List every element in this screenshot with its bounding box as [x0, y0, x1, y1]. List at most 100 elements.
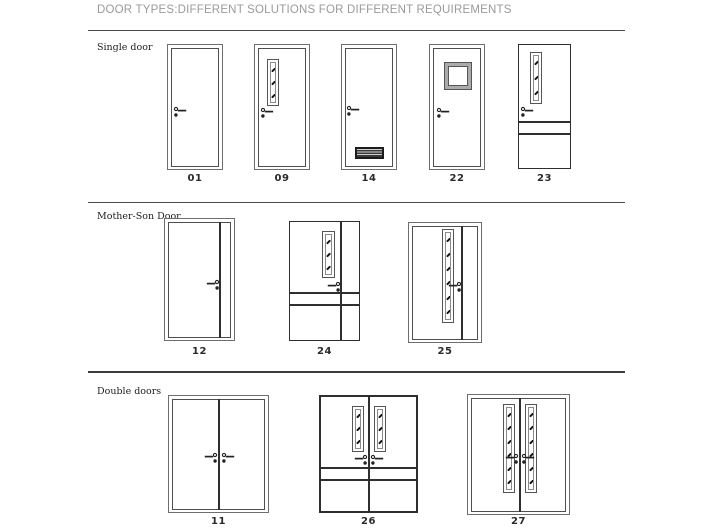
door-rail: [519, 133, 570, 135]
door-leaf: [171, 48, 219, 167]
glass-panel: [442, 229, 454, 323]
door-handle-icon: [354, 454, 368, 465]
square-window: [444, 62, 472, 90]
glass-panel: [322, 231, 335, 278]
door-handle-icon: [204, 452, 218, 463]
door-number: 12: [192, 346, 207, 357]
section-label-double-doors: Double doors: [97, 386, 162, 397]
door-number: 23: [537, 173, 552, 184]
door-number: 26: [361, 516, 376, 527]
door-handle-icon: [520, 106, 534, 117]
door-leaf: [258, 48, 306, 167]
door-handle-icon: [346, 105, 360, 116]
leaf-divider: [461, 226, 463, 340]
door-leaf: [471, 398, 566, 512]
section-label-mother-son-door: Mother-Son Door: [97, 211, 181, 222]
door-figure-23: [518, 44, 571, 169]
glass-mark: [529, 466, 533, 472]
glass-panel: [374, 406, 386, 452]
door-handle-icon: [370, 454, 384, 465]
door-number: 11: [211, 516, 226, 527]
glass-mark: [326, 265, 331, 270]
door-figure-24: [289, 221, 360, 341]
door-leaf: [345, 48, 393, 167]
section-label-single-door: Single door: [97, 42, 153, 53]
glass-mark: [529, 412, 533, 418]
door-handle-icon: [521, 453, 535, 464]
glass-mark: [507, 466, 511, 472]
glass-mark: [326, 239, 331, 244]
door-figure-27: [467, 394, 570, 515]
door-rail: [321, 467, 416, 469]
glass-panel: [503, 404, 515, 493]
glass-mark: [534, 60, 538, 66]
glass-mark: [529, 479, 533, 485]
glass-mark: [271, 80, 275, 85]
door-figure-22: [429, 44, 485, 170]
door-number: 14: [361, 173, 377, 184]
glass-mark: [529, 425, 533, 431]
door-figure-01: [167, 44, 223, 170]
glass-mark: [446, 237, 450, 243]
leaf-divider: [219, 222, 221, 338]
glass-panel: [530, 52, 542, 104]
glass-mark: [507, 439, 511, 445]
door-handle-icon: [448, 281, 462, 292]
door-handle-icon: [221, 452, 235, 463]
glass-mark: [507, 425, 511, 431]
leaf-divider: [519, 398, 521, 512]
glass-panel: [267, 59, 279, 106]
door-figure-25: [408, 222, 482, 343]
glass-mark: [378, 426, 382, 432]
door-number: 22: [449, 173, 465, 184]
leaf-divider: [218, 399, 220, 510]
door-handle-icon: [206, 279, 220, 290]
door-figure-09: [254, 44, 310, 170]
door-rail: [290, 292, 359, 294]
door-figure-12: [164, 218, 235, 341]
door-leaf: [168, 222, 231, 338]
glass-mark: [378, 413, 382, 419]
glass-mark: [271, 93, 275, 98]
glass-mark: [534, 75, 538, 81]
glass-mark: [326, 252, 331, 257]
glass-mark: [446, 309, 450, 315]
section-separator: [88, 371, 625, 373]
glass-mark: [356, 439, 360, 445]
door-number: 24: [317, 346, 332, 357]
door-figure-26: [319, 395, 418, 513]
door-handle-icon: [260, 107, 274, 118]
door-handle-icon: [436, 107, 450, 118]
glass-mark: [446, 295, 450, 300]
glass-mark: [356, 413, 360, 419]
louver-vent: [355, 147, 384, 159]
glass-mark: [446, 266, 450, 272]
glass-mark: [446, 252, 450, 257]
section-separator: [88, 30, 625, 31]
glass-mark: [271, 67, 275, 72]
glass-mark: [534, 90, 538, 96]
glass-mark: [507, 479, 511, 485]
glass-mark: [378, 439, 382, 445]
door-rail: [290, 304, 359, 306]
glass-mark: [507, 412, 511, 418]
door-number: 27: [511, 516, 526, 527]
glass-mark: [529, 439, 533, 445]
door-rail: [519, 121, 570, 123]
door-figure-11: [168, 395, 269, 513]
door-rail: [321, 479, 416, 481]
door-number: 09: [274, 173, 290, 184]
leaf-divider: [340, 222, 342, 340]
door-leaf: [433, 48, 481, 167]
page-title: DOOR TYPES:DIFFERENT SOLUTIONS FOR DIFFE…: [97, 4, 512, 16]
glass-mark: [356, 426, 360, 432]
door-handle-icon: [173, 106, 187, 117]
door-number: 25: [437, 346, 453, 357]
glass-panel: [525, 404, 537, 493]
door-number: 01: [187, 173, 203, 184]
leaf-divider: [368, 397, 370, 511]
door-handle-icon: [505, 453, 519, 464]
door-figure-14: [341, 44, 397, 170]
door-leaf: [412, 226, 478, 340]
